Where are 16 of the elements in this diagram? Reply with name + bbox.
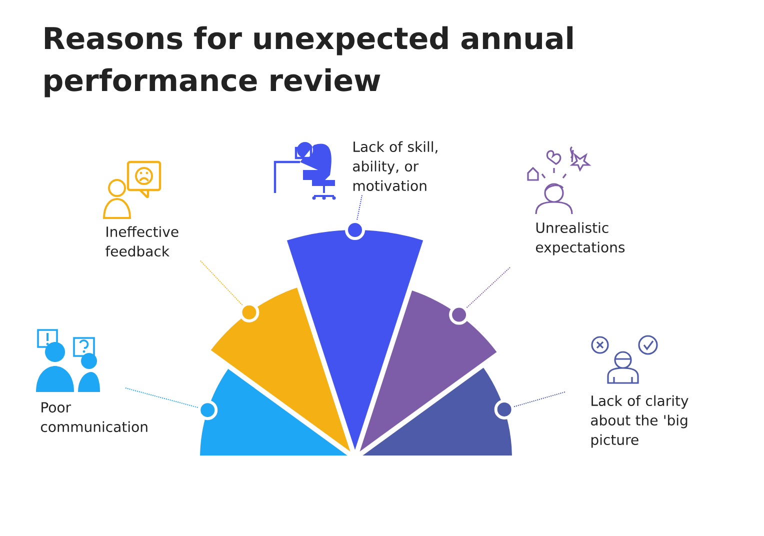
fan-segment — [198, 368, 348, 456]
fan-segment — [210, 288, 350, 452]
title: Reasons for unexpected annual performance review — [44, 26, 572, 98]
leader-line — [466, 266, 510, 308]
leader-line — [513, 392, 566, 408]
item-label: Poor communication — [40, 402, 148, 432]
item-label: Unrealistic expectations — [536, 222, 625, 256]
fan-segment — [362, 368, 514, 456]
fan-segment — [360, 290, 497, 452]
leader-line — [124, 388, 198, 408]
fan-segment — [286, 220, 424, 450]
item-label: Lack of clarity about the 'big picture — [591, 395, 688, 448]
item-label: Ineffective feedback — [106, 226, 178, 257]
leader-line — [200, 260, 243, 306]
item-label: Lack of skill, ability, or motivation — [353, 141, 438, 192]
leader-line — [356, 194, 362, 221]
